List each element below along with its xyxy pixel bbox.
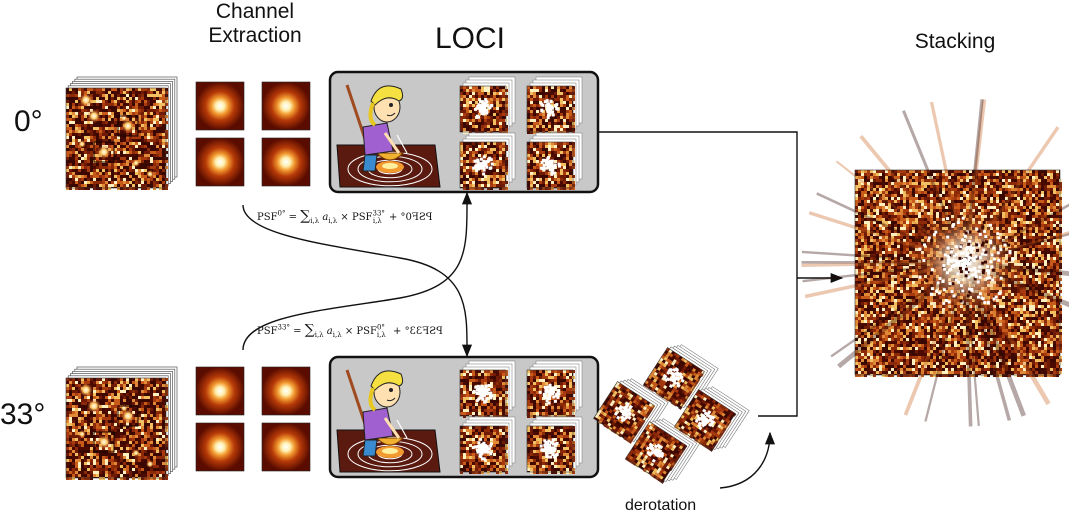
formula-bottom-rhs-sub: i,λ (376, 331, 386, 339)
curve-bottom-to-top (242, 191, 473, 351)
formula-bottom-coef: a (326, 326, 333, 337)
formula-bottom-coef-sub: i,λ (332, 331, 342, 339)
stacked-final-image (801, 99, 1069, 427)
derotated-stack-4 (674, 386, 750, 452)
raw-stack-bottom (65, 366, 178, 480)
residual-bottom-2 (526, 360, 583, 418)
residual-top-1 (459, 76, 516, 134)
loci-header: LOCI (434, 22, 506, 55)
psf-thumb-bottom-4 (261, 422, 311, 472)
psf-thumb-top-1 (195, 81, 245, 131)
derotated-stack-2 (643, 344, 719, 410)
residual-bottom-3 (459, 416, 516, 474)
bottom-derot-to-stack-line (758, 278, 798, 417)
psf-thumb-top-2 (261, 81, 311, 131)
derotated-stack-1 (593, 378, 669, 444)
formula-top-mirrored: PSF0° + (389, 212, 433, 223)
loci-cartoons (336, 84, 441, 473)
stacked-image (801, 99, 1069, 427)
raw-cube-stacks (65, 76, 178, 480)
formula-bottom: PSF33° = ∑i,λ ai,λ × PSF0°i,λ PSF33° + (257, 322, 443, 339)
derotated-stacks (593, 344, 750, 484)
channel-extraction-line2: Extraction (208, 24, 302, 48)
loci-cartoon-bottom (336, 369, 441, 473)
channel-extraction-line1: Channel (215, 0, 295, 23)
formula-bottom-lhs: PSF (257, 326, 278, 337)
psf-thumb-top-3 (195, 137, 245, 187)
formula-bottom-rhs-sup: 0° (376, 323, 385, 332)
formula-top-lhs-sup: 0° (277, 209, 286, 218)
residual-bottom-4 (526, 416, 583, 474)
top-box-to-stack-line (599, 131, 798, 278)
formula-bottom-rhs: PSF (356, 326, 377, 337)
formula-top-rhs: PSF (351, 212, 373, 223)
formula-top-coef: a (322, 212, 329, 223)
derotation-arrow (719, 431, 776, 489)
residual-top-4 (526, 132, 583, 190)
formula-top-coef-sub: i,λ (328, 217, 338, 225)
psf-thumb-bottom-2 (261, 366, 311, 416)
formula-top-lhs: PSF (257, 212, 278, 223)
formula-top-sum-sub: i,λ (310, 217, 320, 225)
formula-bottom-sum-sub: i,λ (314, 331, 324, 339)
angle-label-top: 0° (14, 105, 43, 138)
formula-bottom-lhs-sup: 33° (277, 323, 290, 332)
formula-bottom-mirrored: PSF33° + (393, 326, 443, 337)
raw-stack-top (65, 76, 178, 190)
stacking-header: Stacking (914, 30, 996, 53)
formula-top: PSF0° = ∑i,λ ai,λ × PSF33°i,λ PSF0° + (257, 208, 433, 225)
derotation-label: derotation (625, 497, 697, 514)
residual-top-2 (526, 76, 583, 134)
residual-bottom-1 (459, 360, 516, 418)
psf-thumb-bottom-3 (195, 422, 245, 472)
formula-top-rhs-sub: i,λ (372, 217, 382, 225)
psf-thumb-bottom-1 (195, 366, 245, 416)
connector-lines (242, 131, 844, 489)
channel-thumbnails (195, 81, 311, 472)
curve-top-to-bottom (242, 204, 473, 358)
derotated-stack-3 (625, 418, 701, 484)
channel-extraction-header: Channel Extraction (190, 0, 320, 48)
formula-top-rhs-sup: 33° (372, 209, 385, 218)
loci-residual-thumbnails (459, 76, 583, 474)
loci-cartoon-top (336, 84, 441, 188)
angle-label-bottom: 33° (0, 398, 46, 431)
residual-top-3 (459, 132, 516, 190)
psf-thumb-top-4 (261, 137, 311, 187)
